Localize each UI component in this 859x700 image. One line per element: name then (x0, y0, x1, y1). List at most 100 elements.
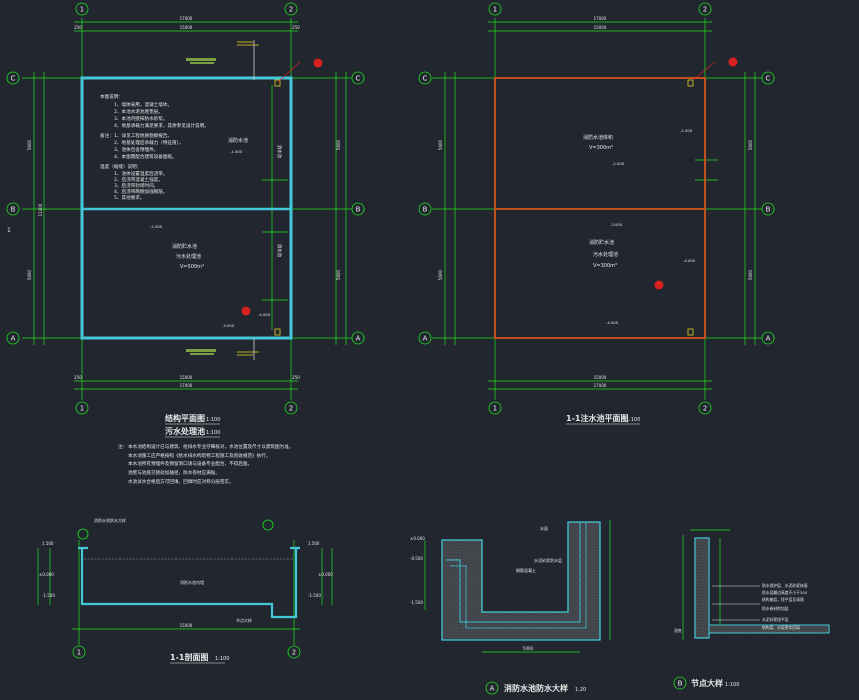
right-dim-total-bottom: 17000 (594, 383, 607, 388)
axis-label-c-right: C (356, 75, 361, 83)
r-axis-label-b-right: B (766, 206, 771, 214)
left-dim-side-top-l: 250 (74, 25, 82, 30)
section-axes (37, 540, 333, 645)
detail-b-scale: 1:100 (725, 682, 739, 688)
left-lower-room-label-1: 消防贮水池 (172, 243, 197, 250)
left-plan-scale: 1:100 (206, 417, 220, 423)
left-note-l1: 1、墙体采用，混凝土墙体。 (114, 101, 172, 108)
detail-b-note-6: 结构层、分层密实回填 (762, 625, 800, 630)
left-plan: 1 2 1 2 C B A C B A 17000 15000 15000 17… (6, 2, 365, 415)
left-note-l5: 1、详见工程地质勘察报告。 (114, 132, 172, 139)
axis-label-a-left: A (11, 335, 16, 343)
right-dim-upper-v-r: 5600 (748, 139, 753, 150)
detail-a-waterproof-2 (450, 522, 587, 629)
section-dim-total: 15000 (180, 623, 193, 628)
general-notes-lead: 注： (118, 443, 127, 450)
section-scale: 1:100 (215, 656, 229, 662)
right-dim-upper-v: 5600 (438, 139, 443, 150)
left-note-h1: 本图说明： (100, 93, 123, 100)
left-plan-subtitle: 污水处理池 (165, 426, 205, 436)
left-note-l12: 4、后浇带两侧加强钢筋。 (114, 188, 167, 195)
section-axis-bubbles (72, 519, 301, 659)
detail-b-note-5: 水泥砂浆找平层 (762, 617, 789, 622)
right-dim-lower-v-r: 5600 (748, 269, 753, 280)
left-dim-lower-v-r: 5600 (336, 269, 341, 280)
axis-label-2-top: 2 (289, 6, 293, 14)
left-dim-upper-v: 5600 (27, 139, 32, 150)
detail-a-marker: A (490, 685, 495, 693)
detail-a-layer1: 水泥砂浆防水层 (534, 557, 562, 563)
left-note-l4: 4、地基承载力满足要求，其余参见设计说明。 (114, 122, 209, 129)
section-axis-label-1: 1 (77, 649, 81, 657)
section-detail-a-tag: 消防水池防水大样 (94, 517, 126, 523)
left-dim-total-v: 11200 (38, 203, 43, 216)
left-dim-total-bottom: 17000 (180, 383, 193, 388)
section-walls (78, 546, 300, 619)
left-note-l7: 3、池体包含预埋件。 (114, 146, 158, 153)
left-dim-upper-v-r: 5600 (336, 139, 341, 150)
detail-a-elev-2: -0.500 (410, 556, 423, 561)
detail-a-scale: 1:20 (575, 687, 586, 693)
left-dim-side-bot-r: 250 (292, 375, 300, 380)
right-plan-scale: 1:100 (626, 417, 640, 423)
axis-label-a-right: A (356, 335, 361, 343)
r-axis-label-2-bottom: 2 (703, 405, 707, 413)
left-note-l11: 3、后浇带封闭时间。 (114, 182, 158, 189)
section-elev-5: ±0.000 (318, 572, 333, 577)
right-plan-axis-bubbles (418, 2, 775, 415)
left-note-l2: 2、本池水泥池底垫层。 (114, 108, 163, 115)
right-plan-red-markers (654, 57, 738, 290)
left-upper-room-label: 消防水池 (228, 137, 248, 144)
left-plan-yellow-items (237, 40, 281, 360)
right-elev-5: -4.500 (606, 320, 619, 325)
right-elev-4: -4.000 (683, 258, 696, 263)
right-plan-walls (494, 77, 706, 339)
detail-b-note-2: 防水层翻边高度不小于300 (762, 590, 808, 595)
left-dim-side-top-r: 250 (292, 25, 300, 30)
right-elev-3: -3.000 (610, 222, 623, 227)
axis-label-1-bottom: 1 (80, 405, 84, 413)
detail-b-note-1: 防水保护层、水泥砂浆抹面 (762, 583, 808, 588)
left-plan-red-markers (241, 58, 323, 316)
r-axis-label-1-bottom: 1 (493, 405, 497, 413)
left-dim-total-top: 17000 (180, 16, 193, 21)
right-upper-room-label-2: V=300m³ (589, 145, 613, 151)
r-axis-label-b-left: B (423, 206, 428, 214)
section-elev-6: -1.500 (308, 593, 321, 598)
right-dim-total-top: 17000 (594, 16, 607, 21)
section-elev-3: -1.500 (42, 593, 55, 598)
left-lower-room-label-3: V=500m³ (180, 264, 204, 270)
right-upper-room-label-1: 消防水池体积 (583, 134, 613, 141)
axis-label-b-right: B (356, 206, 361, 214)
left-elev-2: -2.000 (150, 224, 163, 229)
detail-a-layer2: 钢筋混凝土 (516, 567, 536, 573)
axis-label-c-left: C (11, 75, 16, 83)
axis-label-1-top: 1 (80, 6, 84, 14)
left-note-h2: 备注： (100, 132, 114, 139)
detail-b: 防水保护层、水泥砂浆抹面 防水层翻边高度不小于300 结构基层，找平层及清理 防… (673, 529, 830, 690)
section-1-1: 1 2 消防水池内墙 15000 1.500 ±0.000 -1.500 1.5… (37, 517, 333, 664)
left-elev-3: -3.000 (222, 323, 235, 328)
detail-a-marker-circle (485, 681, 499, 695)
left-elev-4: -4.000 (258, 312, 271, 317)
section-elev-4: 1.500 (308, 541, 320, 546)
general-notes-l4: 池壁与池底交接处加轴径，防水卷材应满贴。 (128, 469, 220, 476)
left-note-l8: 4、本图需配合建筑设备图纸。 (114, 153, 177, 160)
detail-b-note-4: 防水卷材附加层 (762, 606, 789, 611)
detail-b-wall (694, 537, 710, 639)
detail-b-marker-circle (673, 676, 687, 690)
left-plan-axis-bubbles (6, 2, 365, 415)
section-axis-label-2: 2 (292, 649, 296, 657)
left-elev-1: -1.500 (230, 149, 243, 154)
detail-a-dim: 5000 (523, 646, 534, 651)
detail-b-note-3: 结构基层，找平层及清理 (762, 597, 804, 602)
right-dim-inner-top: 15000 (594, 25, 607, 30)
detail-b-left-label: 池底 (674, 628, 682, 633)
detail-b-leaders (712, 585, 760, 621)
section-elev-1: 1.500 (42, 541, 54, 546)
section-room-label: 消防水池内墙 (180, 579, 204, 585)
r-axis-label-1-top: 1 (493, 6, 497, 14)
right-lower-room-label-2: 污水处理池 (593, 251, 618, 258)
